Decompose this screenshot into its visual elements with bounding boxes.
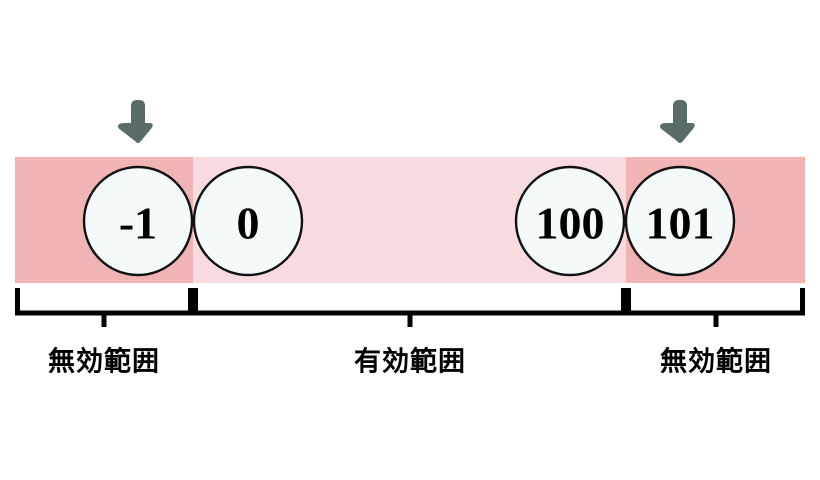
bracket-outline [193,288,626,316]
bracket-group: 無効範囲 有効範囲 無効範囲 [15,288,805,378]
bracket-outline [15,288,193,316]
node-value-label: -1 [119,198,157,249]
down-arrow-icon [118,100,153,143]
range-label: 無効範囲 [660,346,772,378]
range-label: 有効範囲 [354,346,466,378]
node-minus-1: -1 [82,165,194,277]
bracket-valid: 有効範囲 [193,288,626,378]
node-value-label: 0 [237,198,260,249]
node-100: 100 [514,165,626,277]
node-value-label: 100 [536,198,605,249]
node-circle [82,165,194,277]
node-circle [624,165,736,277]
arrow-group [118,100,695,143]
bracket-left-invalid: 無効範囲 [15,288,193,378]
node-circle [514,165,626,277]
node-circle [192,165,304,277]
node-group: -1 0 100 101 [82,165,736,277]
bracket-outline [626,288,805,316]
node-value-label: 101 [646,198,715,249]
bracket-right-invalid: 無効範囲 [626,288,805,378]
down-arrow-icon [660,100,695,143]
range-label: 無効範囲 [48,346,160,378]
node-101: 101 [624,165,736,277]
node-0: 0 [192,165,304,277]
